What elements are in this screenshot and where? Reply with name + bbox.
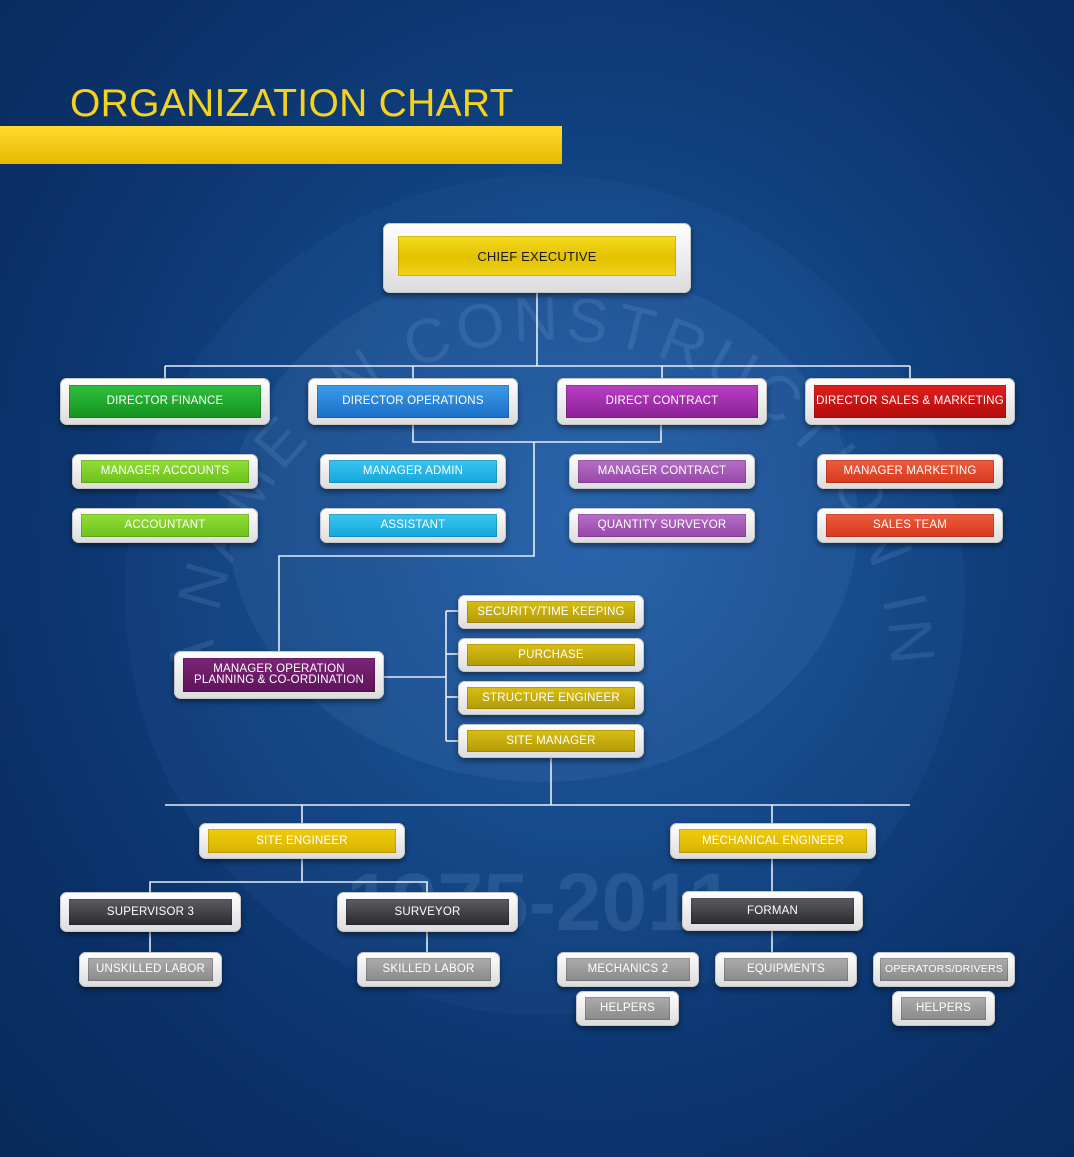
node-skilled-labor[interactable]: SKILLED LABOR	[357, 952, 500, 987]
node-equipments[interactable]: EQUIPMENTS	[715, 952, 857, 987]
node-supervisor[interactable]: SUPERVISOR 3	[60, 892, 241, 932]
node-label: MANAGER ACCOUNTS	[81, 460, 249, 483]
connector	[412, 425, 662, 443]
node-operators-drivers[interactable]: OPERATORS/DRIVERS	[873, 952, 1015, 987]
node-unskilled-labor[interactable]: UNSKILLED LABOR	[79, 952, 222, 987]
node-direct-contract[interactable]: DIRECT CONTRACT	[557, 378, 767, 425]
node-quantity-surveyor[interactable]: QUANTITY SURVEYOR	[569, 508, 755, 543]
node-label: CHIEF EXECUTIVE	[398, 236, 676, 276]
node-label: ASSISTANT	[329, 514, 497, 537]
node-label: MANAGER ADMIN	[329, 460, 497, 483]
node-label: DIRECTOR SALES & MARKETING	[814, 385, 1006, 418]
node-label: EQUIPMENTS	[724, 958, 848, 981]
node-label: OPERATORS/DRIVERS	[880, 958, 1008, 981]
node-label: ACCOUNTANT	[81, 514, 249, 537]
node-assistant[interactable]: ASSISTANT	[320, 508, 506, 543]
node-helpers-operators[interactable]: HELPERS	[892, 991, 995, 1026]
node-manager-marketing[interactable]: MANAGER MARKETING	[817, 454, 1003, 489]
node-sales-team[interactable]: SALES TEAM	[817, 508, 1003, 543]
node-label: MANAGER OPERATION PLANNING & CO-ORDINATI…	[183, 658, 375, 692]
node-director-finance[interactable]: DIRECTOR FINANCE	[60, 378, 270, 425]
node-structure-engineer[interactable]: STRUCTURE ENGINEER	[458, 681, 644, 715]
node-surveyor[interactable]: SURVEYOR	[337, 892, 518, 932]
node-label: HELPERS	[901, 997, 986, 1020]
node-manager-contract[interactable]: MANAGER CONTRACT	[569, 454, 755, 489]
connector	[149, 857, 303, 893]
node-label: MANAGER CONTRACT	[578, 460, 746, 483]
node-label: SUPERVISOR 3	[69, 899, 232, 925]
node-label: SALES TEAM	[826, 514, 994, 537]
node-label: HELPERS	[585, 997, 670, 1020]
node-label: SURVEYOR	[346, 899, 509, 925]
node-manager-operation-planning[interactable]: MANAGER OPERATION PLANNING & CO-ORDINATI…	[174, 651, 384, 699]
node-label: DIRECTOR FINANCE	[69, 385, 261, 418]
node-director-sales-marketing[interactable]: DIRECTOR SALES & MARKETING	[805, 378, 1015, 425]
node-forman[interactable]: FORMAN	[682, 891, 863, 931]
node-label: FORMAN	[691, 898, 854, 924]
node-chief-executive[interactable]: CHIEF EXECUTIVE	[383, 223, 691, 293]
node-mechanics[interactable]: MECHANICS 2	[557, 952, 699, 987]
node-label: DIRECTOR OPERATIONS	[317, 385, 509, 418]
node-label: DIRECT CONTRACT	[566, 385, 758, 418]
node-label: SECURITY/TIME KEEPING	[467, 601, 635, 623]
node-label: MECHANICAL ENGINEER	[679, 829, 867, 853]
node-manager-accounts[interactable]: MANAGER ACCOUNTS	[72, 454, 258, 489]
page-title: ORGANIZATION CHART	[70, 82, 514, 125]
node-label: QUANTITY SURVEYOR	[578, 514, 746, 537]
node-mechanical-engineer[interactable]: MECHANICAL ENGINEER	[670, 823, 876, 859]
node-security-time-keeping[interactable]: SECURITY/TIME KEEPING	[458, 595, 644, 629]
node-label: SITE MANAGER	[467, 730, 635, 752]
connector	[302, 881, 428, 893]
node-site-engineer[interactable]: SITE ENGINEER	[199, 823, 405, 859]
node-label-line1: MANAGER OPERATION	[213, 663, 345, 675]
node-label: UNSKILLED LABOR	[88, 958, 213, 981]
node-purchase[interactable]: PURCHASE	[458, 638, 644, 672]
node-label: MECHANICS 2	[566, 958, 690, 981]
node-accountant[interactable]: ACCOUNTANT	[72, 508, 258, 543]
connector	[278, 442, 535, 653]
node-label: SKILLED LABOR	[366, 958, 491, 981]
node-label-line2: PLANNING & CO-ORDINATION	[193, 674, 365, 686]
node-label: STRUCTURE ENGINEER	[467, 687, 635, 709]
node-manager-admin[interactable]: MANAGER ADMIN	[320, 454, 506, 489]
node-label: MANAGER MARKETING	[826, 460, 994, 483]
node-helpers-mechanics[interactable]: HELPERS	[576, 991, 679, 1026]
node-label: SITE ENGINEER	[208, 829, 396, 853]
node-director-operations[interactable]: DIRECTOR OPERATIONS	[308, 378, 518, 425]
title-underline-bar	[0, 126, 562, 164]
node-label: PURCHASE	[467, 644, 635, 666]
node-site-manager[interactable]: SITE MANAGER	[458, 724, 644, 758]
